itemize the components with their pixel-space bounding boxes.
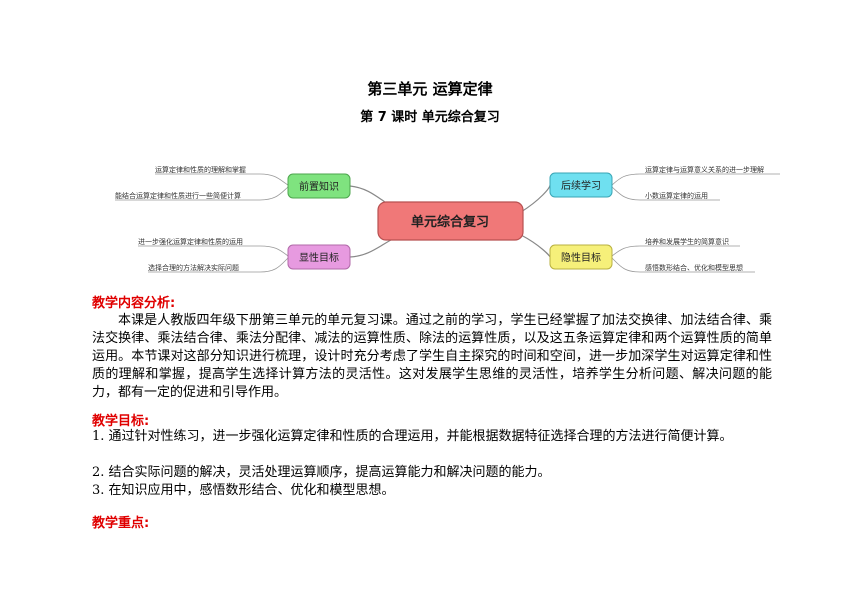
- connector-implicit-2: [611, 257, 755, 273]
- node-follow-item-1: 运算定律与运算意义关系的进一步理解: [645, 165, 764, 174]
- node-follow-label: 后续学习: [561, 179, 601, 192]
- center-node: [377, 201, 524, 241]
- node-prior-item-2: 能结合运算定律和性质进行一些简便计算: [115, 191, 241, 200]
- node-explicit-label: 显性目标: [299, 251, 339, 264]
- connector-implicit: [520, 234, 551, 258]
- node-prior: [287, 173, 351, 199]
- objective-item-1: 1. 通过针对性练习，进一步强化运算定律和性质的合理运用，并能根据数据特征选择合…: [92, 429, 733, 444]
- node-explicit-item-1: 进一步强化运算定律和性质的运用: [138, 237, 243, 246]
- node-prior-label: 前置知识: [299, 180, 339, 193]
- connector-explicit-1: [138, 245, 289, 257]
- mind-map: 单元综合复习 前置知识 运算定律和性质的理解和掌握 能结合运算定律和性质进行一些…: [100, 150, 800, 285]
- connector-follow-1: [611, 173, 780, 186]
- node-explicit-item-2: 选择合理的方法解决实际问题: [148, 263, 239, 272]
- connector-follow-2: [611, 186, 720, 201]
- node-implicit-item-2: 感悟数形结合、优化和模型思想: [645, 263, 743, 272]
- document-subtitle: 第 7 课时 单元综合复习: [360, 110, 500, 125]
- connector-prior-1: [155, 173, 289, 186]
- center-node-label: 单元综合复习: [411, 214, 489, 230]
- mind-map-diagram: 单元综合复习 前置知识 运算定律和性质的理解和掌握 能结合运算定律和性质进行一些…: [115, 165, 780, 273]
- node-prior-item-1: 运算定律和性质的理解和掌握: [155, 165, 246, 174]
- connector-prior-2: [115, 186, 289, 201]
- document-title: 第三单元 运算定律: [367, 80, 493, 98]
- node-implicit: [549, 244, 613, 270]
- objectives-heading: 教学目标:: [92, 414, 150, 429]
- node-follow: [549, 172, 613, 198]
- connector-implicit-1: [611, 245, 740, 257]
- node-explicit: [287, 244, 351, 270]
- node-implicit-item-1: 培养和发展学生的简算意识: [645, 237, 729, 246]
- content-analysis-heading: 教学内容分析:: [92, 296, 176, 311]
- objective-item-2: 2. 结合实际问题的解决，灵活处理运算顺序，提高运算能力和解决问题的能力。: [92, 465, 551, 480]
- content-analysis-text: 本课是人教版四年级下册第三单元的单元复习课。通过之前的学习，学生已经掌握了加法交…: [92, 313, 772, 400]
- node-implicit-label: 隐性目标: [561, 251, 601, 264]
- connector-explicit-2: [148, 257, 289, 273]
- key-points-heading: 教学重点:: [92, 516, 150, 531]
- objective-item-3: 3. 在知识应用中，感悟数形结合、优化和模型思想。: [92, 483, 395, 498]
- node-follow-item-2: 小数运算定律的运用: [645, 191, 708, 200]
- connector-follow: [520, 184, 551, 213]
